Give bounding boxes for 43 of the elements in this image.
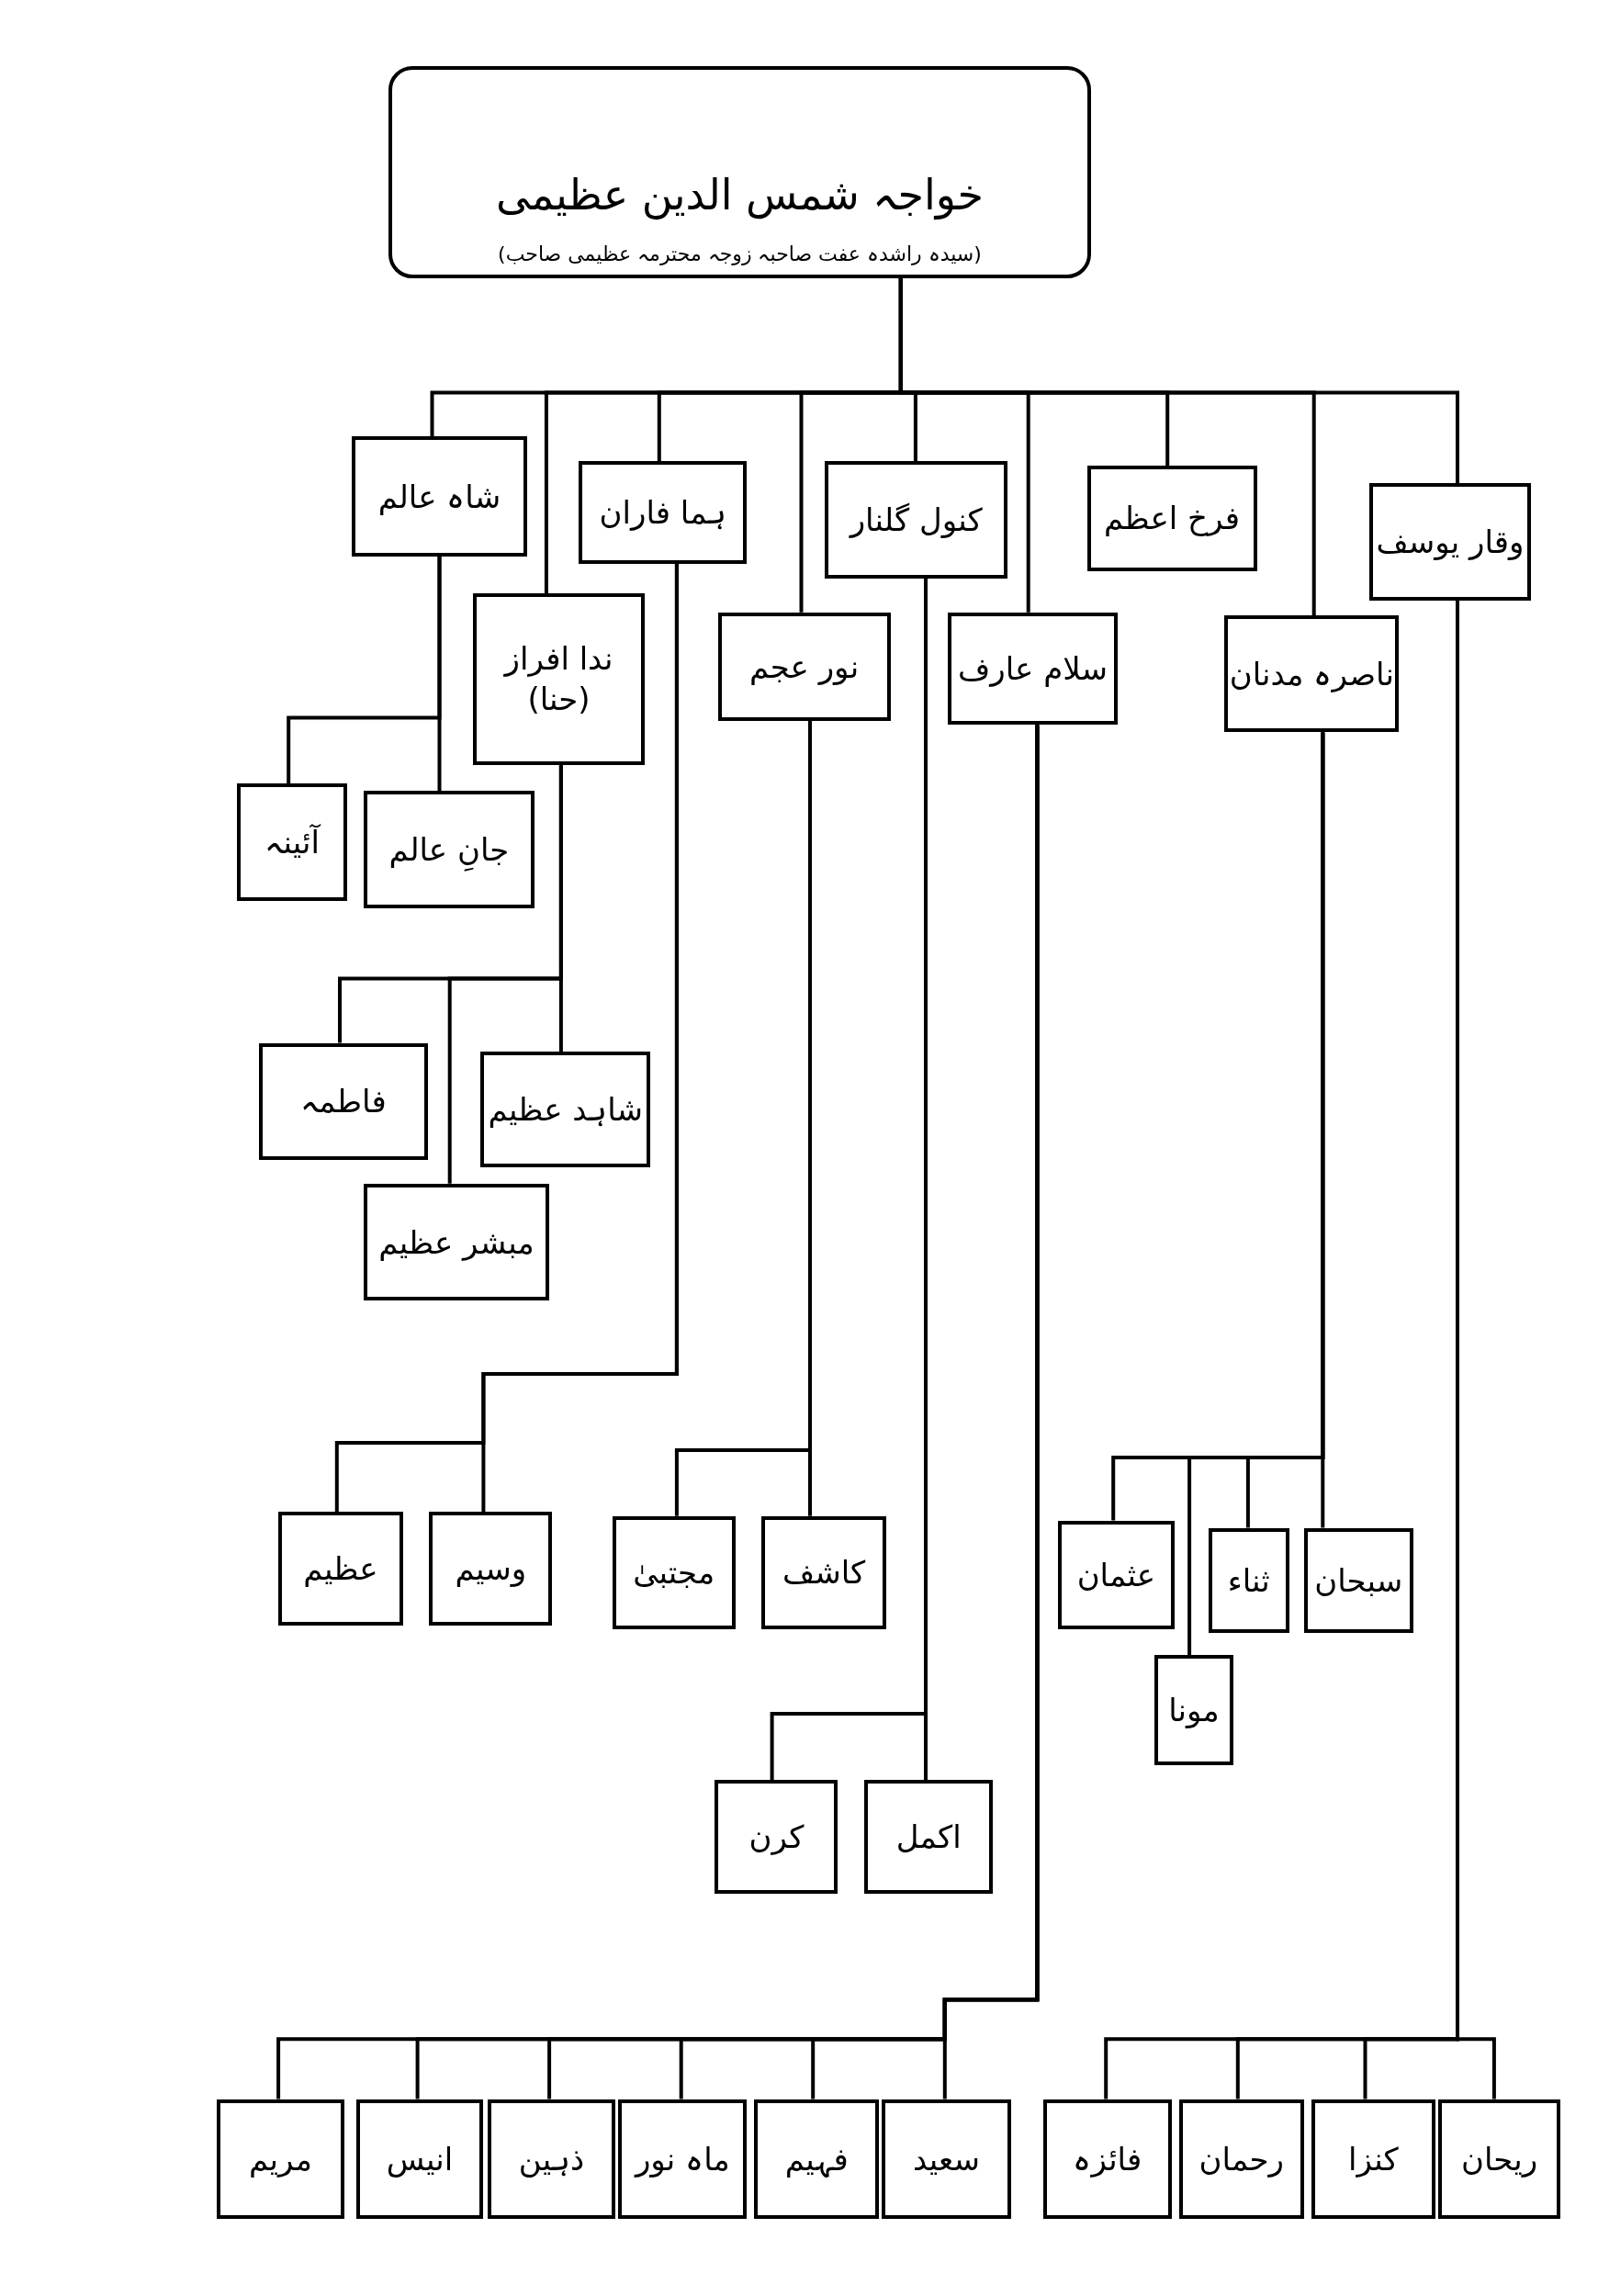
name-box: شاہد عظیم xyxy=(480,1052,651,1168)
name-box: مبشر عظیم xyxy=(363,1183,550,1301)
connector-line xyxy=(338,764,563,1043)
name-box: کنول گلنار xyxy=(825,461,1008,579)
connector-line xyxy=(430,278,903,437)
name-box: شاہ عالم xyxy=(351,436,528,557)
name-box: سلام عارف xyxy=(948,612,1118,726)
name-box: ثناء xyxy=(1208,1527,1289,1634)
name-box: ذہین xyxy=(488,2099,615,2220)
name-box: رحمان xyxy=(1179,2099,1304,2220)
connector-line xyxy=(287,557,442,784)
connector-line xyxy=(1111,732,1325,1521)
name-box: سعید xyxy=(882,2099,1011,2220)
name-box: جانِ عالم xyxy=(363,791,535,908)
name-box: کرن xyxy=(715,1779,838,1895)
name-box: فاطمہ xyxy=(259,1042,428,1161)
name-box: کاشف xyxy=(761,1515,886,1629)
name-box: ریحان xyxy=(1438,2099,1560,2220)
name-box: انیس xyxy=(355,2099,484,2220)
name-box: نور عجم xyxy=(717,612,891,721)
name-box: فہیم xyxy=(754,2099,879,2220)
name-box: فرخ اعظم xyxy=(1086,466,1257,571)
heading: خواجہ شمس الدین عظیمی xyxy=(496,168,984,222)
name-box: وسیم xyxy=(429,1512,553,1626)
name-box: اکمل xyxy=(864,1779,994,1895)
name-box: مریم xyxy=(217,2099,344,2220)
name-box: عثمان xyxy=(1057,1520,1176,1629)
name-box: سبحان xyxy=(1303,1527,1414,1634)
name-box: فائزہ xyxy=(1042,2099,1172,2220)
connector-line xyxy=(276,725,1040,2099)
name-box: ماہ نور xyxy=(618,2099,748,2220)
name-box: مجتبیٰ xyxy=(612,1515,736,1629)
name-box: ہما فاران xyxy=(579,461,748,564)
name-box: وقار یوسف xyxy=(1369,483,1531,601)
name-box: عظیم xyxy=(278,1512,403,1626)
heading-box xyxy=(388,65,1092,279)
name-box: ندا افراز (حنا) xyxy=(473,593,645,765)
connector-line xyxy=(334,564,679,1512)
subtitle: (سیدہ راشدہ عفت صاحبہ زوجہ محترمہ عظیمی صاحب) xyxy=(498,241,982,267)
name-box: کنزا xyxy=(1311,2099,1436,2220)
name-box: ناصرہ مدنان xyxy=(1224,614,1400,733)
name-box: مونا xyxy=(1153,1655,1233,1765)
name-box: آئینہ xyxy=(237,783,347,901)
